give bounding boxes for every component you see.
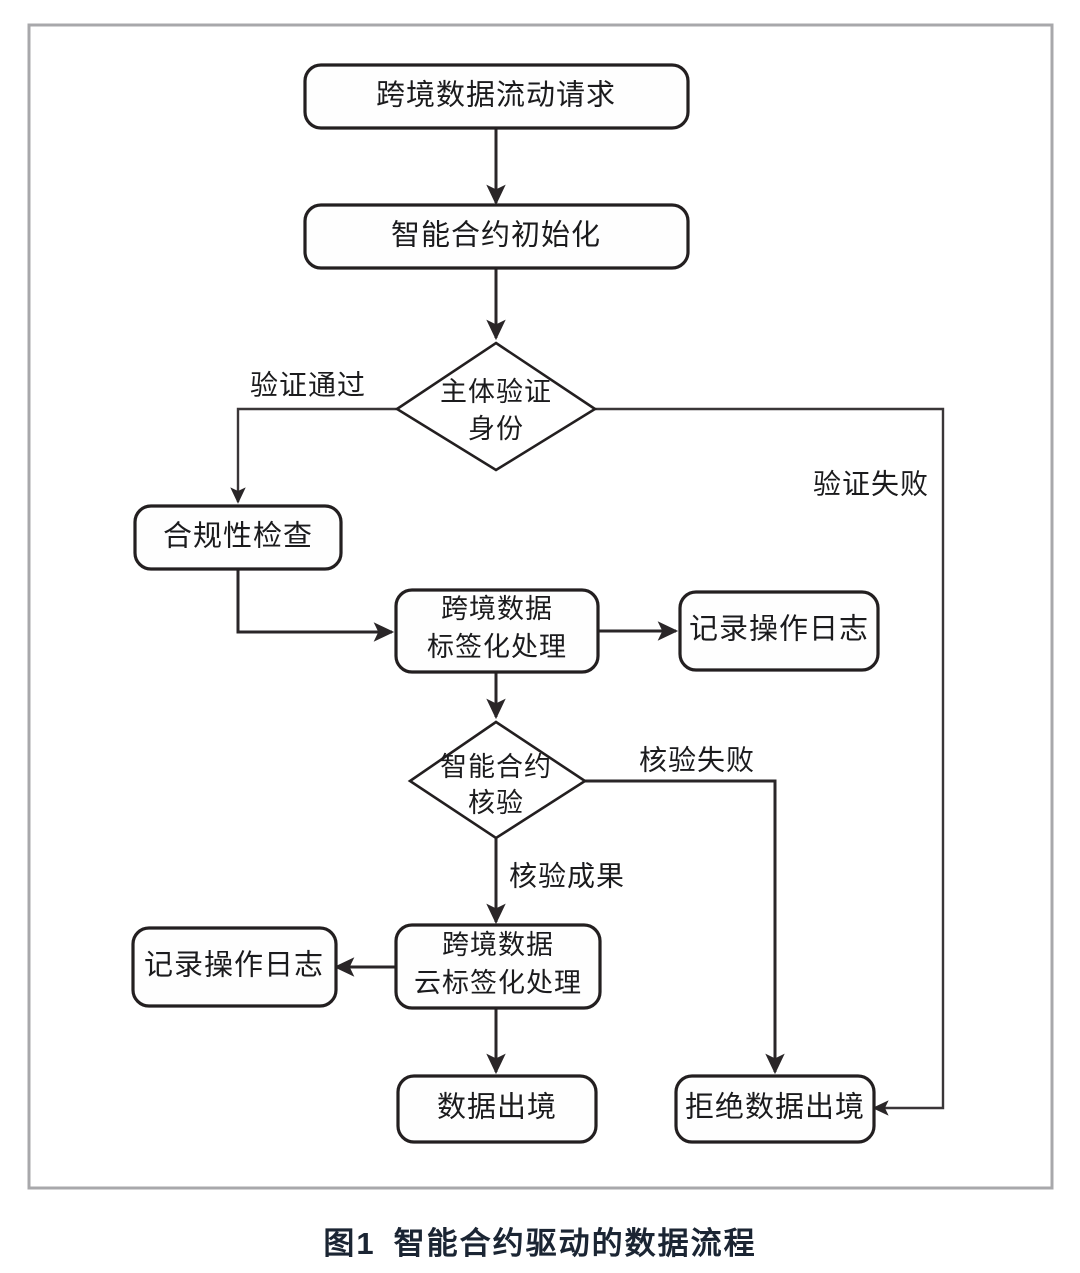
node-init-label: 智能合约初始化 (391, 219, 601, 252)
node-compliance-shape (133, 504, 343, 571)
node-log-bottom[interactable]: 记录操作日志 (131, 926, 338, 1008)
node-log-bottom-shape (131, 926, 338, 1008)
node-identity-check-label-line2: 身份 (468, 414, 524, 444)
node-cloud-tagging-shape (394, 923, 602, 1010)
edge-label-identity-pass: 验证通过 (250, 369, 366, 401)
node-export-shape (396, 1074, 598, 1144)
edge-identity-fail-to-reject (595, 407, 945, 1116)
figure-caption-number: 图1 (323, 1226, 376, 1261)
node-tagging-label-line2: 标签化处理 (427, 632, 567, 662)
node-compliance-label: 合规性检查 (163, 520, 313, 553)
edge-verify-fail-to-reject (585, 779, 785, 1075)
node-request[interactable]: 跨境数据流动请求 (303, 63, 690, 130)
node-export[interactable]: 数据出境 (396, 1074, 598, 1144)
edge-label-verify-pass: 核验成果 (509, 860, 625, 892)
node-reject-shape (674, 1074, 876, 1144)
node-request-shape (303, 63, 690, 130)
node-log-top-label: 记录操作日志 (689, 613, 869, 646)
node-export-label: 数据出境 (437, 1091, 557, 1124)
node-cloud-tagging[interactable]: 跨境数据 云标签化处理 (394, 923, 602, 1010)
node-tagging-label-line1: 跨境数据 (441, 594, 553, 624)
node-reject[interactable]: 拒绝数据出境 (674, 1074, 876, 1144)
node-tagging[interactable]: 跨境数据 标签化处理 (394, 588, 600, 674)
figure-caption: 图1 智能合约驱动的数据流程 (0, 1218, 1080, 1263)
node-cloud-tagging-label-line2: 云标签化处理 (414, 968, 582, 998)
edge-label-verify-fail: 核验失败 (639, 744, 755, 776)
node-verify-check[interactable]: 智能合约 核验 (407, 720, 588, 840)
node-verify-check-shape (407, 720, 588, 840)
node-log-bottom-label: 记录操作日志 (144, 949, 324, 982)
node-log-top[interactable]: 记录操作日志 (678, 590, 880, 672)
node-verify-check-label-line2: 核验 (468, 788, 524, 818)
node-identity-check-label-line1: 主体验证 (440, 377, 552, 407)
node-tagging-shape (394, 588, 600, 674)
node-identity-check-shape (394, 341, 598, 472)
node-log-top-shape (678, 590, 880, 672)
node-init-shape (303, 203, 690, 270)
edge-compliance-to-tagging (236, 568, 395, 642)
node-init[interactable]: 智能合约初始化 (303, 203, 690, 270)
node-compliance[interactable]: 合规性检查 (133, 504, 343, 571)
edge-identity-pass-to-compliance (230, 407, 397, 504)
node-identity-check[interactable]: 主体验证 身份 (394, 341, 598, 472)
figure-caption-title: 智能合约驱动的数据流程 (393, 1226, 757, 1261)
node-cloud-tagging-label-line1: 跨境数据 (442, 930, 554, 960)
node-verify-check-label-line1: 智能合约 (440, 752, 552, 782)
edge-label-identity-fail: 验证失败 (813, 468, 929, 500)
node-request-label: 跨境数据流动请求 (376, 79, 616, 112)
node-reject-label: 拒绝数据出境 (685, 1091, 865, 1124)
